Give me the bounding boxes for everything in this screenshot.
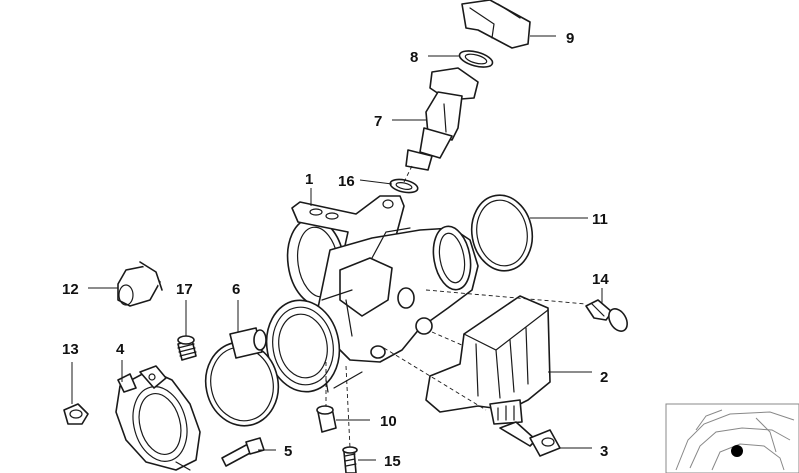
part-1-throttle-housing[interactable] bbox=[282, 195, 479, 363]
callout-3: 3 bbox=[600, 443, 608, 460]
part-14-screw[interactable] bbox=[585, 299, 631, 334]
callout-14: 14 bbox=[592, 271, 609, 288]
part-10-cap[interactable] bbox=[316, 405, 337, 433]
callout-13: 13 bbox=[62, 341, 79, 358]
part-16-o-ring[interactable] bbox=[389, 177, 419, 195]
callout-labels: 1 2 3 4 5 6 7 8 9 10 11 12 13 14 15 16 1… bbox=[62, 30, 609, 470]
callout-2: 2 bbox=[600, 369, 608, 386]
callout-10: 10 bbox=[380, 413, 397, 430]
callout-1: 1 bbox=[305, 171, 313, 188]
callout-6: 6 bbox=[232, 281, 240, 298]
part-13-plug[interactable] bbox=[63, 403, 89, 425]
part-12-clip[interactable] bbox=[117, 261, 163, 307]
part-8-seal-ring[interactable] bbox=[458, 48, 494, 70]
part-2-control-module[interactable] bbox=[425, 295, 551, 425]
callout-17: 17 bbox=[176, 281, 193, 298]
callout-8: 8 bbox=[410, 49, 418, 66]
callout-4: 4 bbox=[116, 341, 125, 358]
alignment-lines bbox=[325, 165, 587, 449]
part-11-ring[interactable] bbox=[466, 190, 538, 275]
callout-16: 16 bbox=[338, 173, 355, 190]
part-7-sensor[interactable] bbox=[405, 67, 479, 171]
part-17-screw[interactable] bbox=[177, 335, 197, 361]
callout-9: 9 bbox=[566, 30, 574, 47]
part-4-rubber-boot[interactable] bbox=[115, 365, 201, 471]
part-1-outlet-ring bbox=[265, 289, 363, 393]
part-15-stud[interactable] bbox=[342, 446, 358, 473]
callout-5: 5 bbox=[284, 443, 292, 460]
part-6-hose-clamp[interactable] bbox=[198, 327, 286, 433]
part-5-bolt[interactable] bbox=[221, 437, 265, 467]
leader-lines bbox=[71, 35, 603, 461]
part-9-connector[interactable] bbox=[461, 0, 531, 49]
callout-11: 11 bbox=[592, 211, 608, 228]
callout-7: 7 bbox=[374, 113, 382, 130]
callout-12: 12 bbox=[62, 281, 79, 298]
callout-15: 15 bbox=[384, 453, 401, 470]
location-marker-icon bbox=[731, 445, 743, 457]
vehicle-location-thumbnail bbox=[665, 403, 799, 473]
part-3-bolt[interactable] bbox=[499, 421, 561, 457]
